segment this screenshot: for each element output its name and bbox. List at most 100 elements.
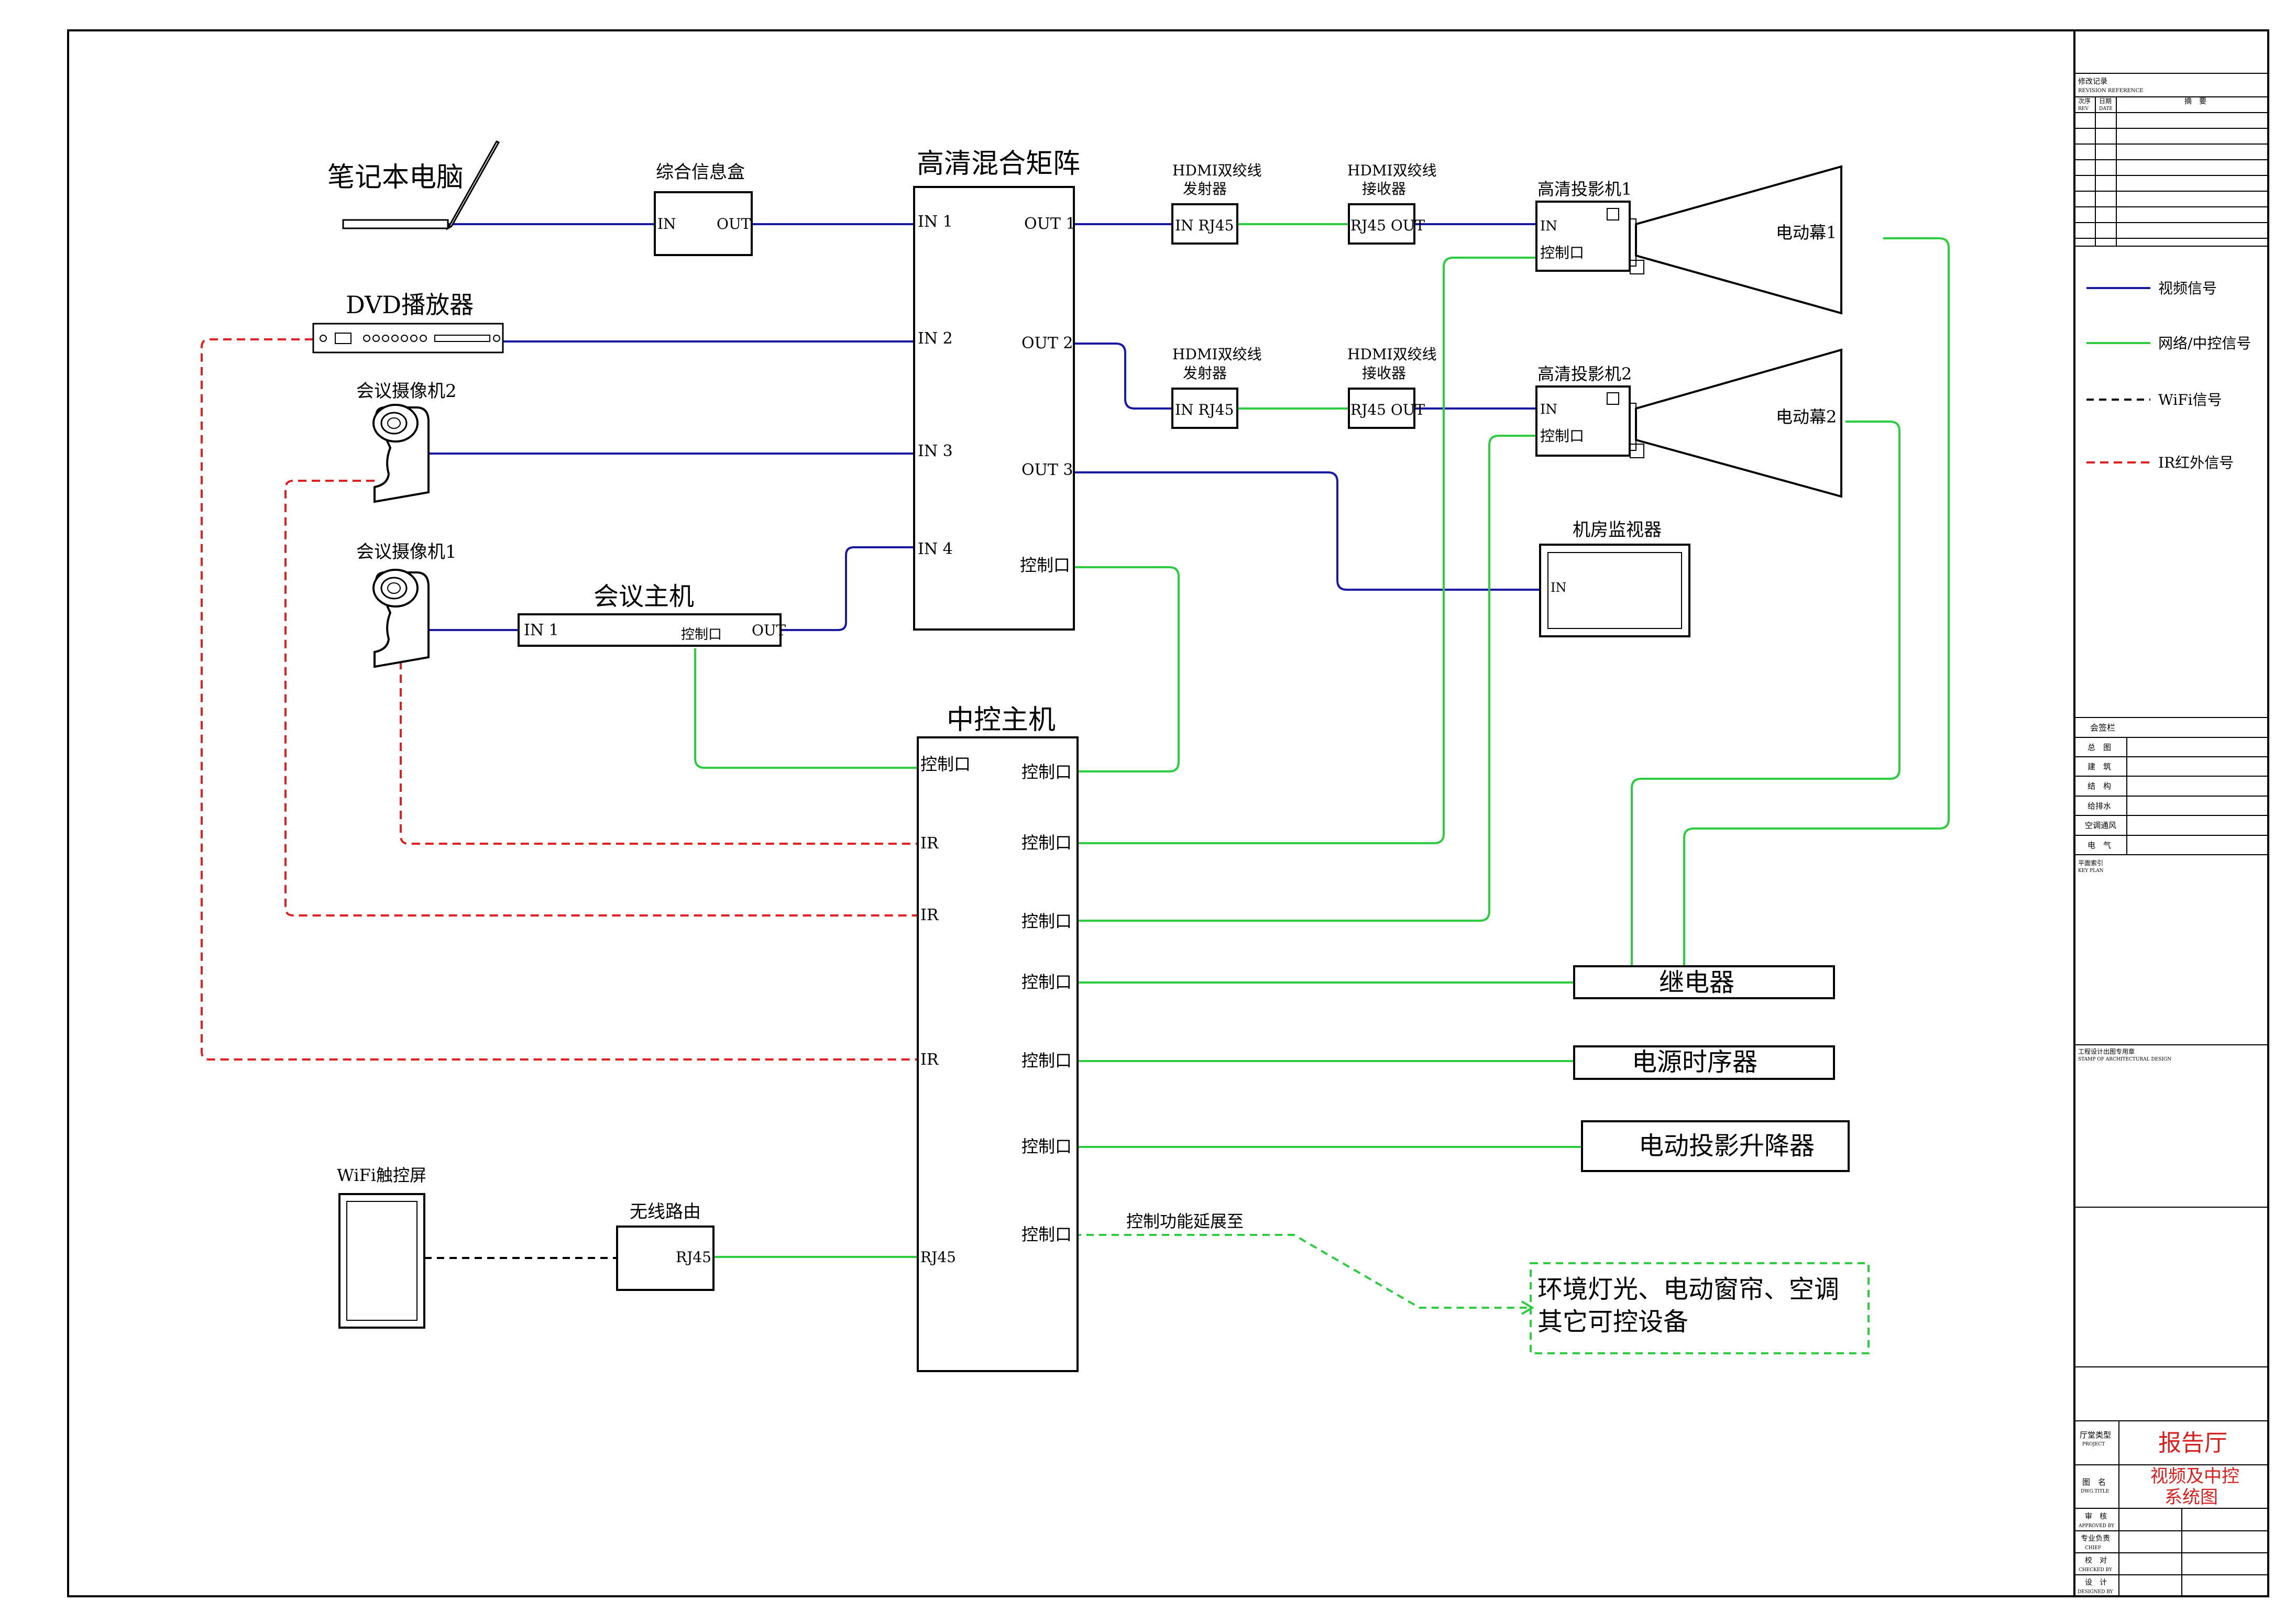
projector-lift <box>1581 1120 1850 1172</box>
projector2-icon <box>1535 385 1644 458</box>
projector1-in: IN <box>1540 218 1557 234</box>
legend-wifi: WiFi信号 <box>2158 391 2222 408</box>
extend-line-2: 其它可控设备 <box>1537 1307 1688 1337</box>
tx2-ports: IN RJ45 <box>1175 401 1234 418</box>
extend-line <box>1074 1234 1531 1309</box>
matrix-label: 高清混合矩阵 <box>917 148 1080 180</box>
monitor-label: 机房监视器 <box>1573 520 1662 540</box>
approved: 审 核 <box>2085 1512 2107 1521</box>
relay-label: 继电器 <box>1659 968 1734 997</box>
chief: 专业负责 <box>2081 1534 2110 1543</box>
matrix-in2: IN 2 <box>918 329 953 348</box>
power-sequencer-label: 电源时序器 <box>1632 1047 1757 1077</box>
project-label: 厅堂类型 <box>2080 1430 2111 1440</box>
control-host-ctrl6: 控制口 <box>1021 1136 1072 1156</box>
chief-en: CHIEF <box>2085 1545 2101 1551</box>
project-value: 报告厅 <box>2158 1430 2227 1456</box>
drawing-label-en: DWG.TITLE <box>2081 1489 2109 1494</box>
key-plan: 平面索引 <box>2078 859 2103 867</box>
revision-sub: REVISION REFERENCE <box>2078 88 2144 94</box>
info-box-label: 综合信息盒 <box>656 162 745 183</box>
revision-col1-en: REV <box>2078 106 2089 112</box>
control-host-label: 中控主机 <box>947 704 1056 736</box>
screen1-icon <box>1635 165 1842 315</box>
conference-host-out: OUT <box>752 622 786 639</box>
projector2-ctrl: 控制口 <box>1540 427 1584 445</box>
control-host <box>917 736 1079 1372</box>
screen1-label: 电动幕1 <box>1776 223 1837 242</box>
control-host-ctrl2: 控制口 <box>1021 833 1072 853</box>
designed-en: DESIGNED BY <box>2078 1589 2114 1595</box>
conference-host-ctrl: 控制口 <box>681 627 722 643</box>
matrix-in3: IN 3 <box>918 442 953 460</box>
tx1-label-1: HDMI双绞线 <box>1172 162 1262 179</box>
drawing-value-2: 系统图 <box>2165 1487 2218 1508</box>
sign-row-1: 建 筑 <box>2088 762 2111 771</box>
extend-note: 控制功能延展至 <box>1126 1211 1244 1231</box>
control-host-ir3: IR <box>920 1051 939 1069</box>
monitor-in: IN <box>1551 580 1566 595</box>
control-host-ctrl1: 控制口 <box>1021 762 1072 782</box>
hdmi-transmitter-1 <box>1171 203 1238 245</box>
tx2-label-2: 发射器 <box>1183 365 1227 382</box>
projector2-label: 高清投影机2 <box>1537 364 1632 384</box>
rx2-label-1: HDMI双绞线 <box>1347 346 1437 363</box>
sign-row-5: 电 气 <box>2088 841 2111 850</box>
tx2-label-1: HDMI双绞线 <box>1172 346 1262 363</box>
extend-line-1: 环境灯光、电动窗帘、空调 <box>1537 1275 1839 1304</box>
drawing-value-1: 视频及中控 <box>2150 1466 2239 1487</box>
video-lines <box>422 223 1543 631</box>
control-host-ctrl4: 控制口 <box>1021 972 1072 992</box>
matrix <box>913 186 1075 631</box>
legend-network: 网络/中控信号 <box>2158 335 2251 352</box>
wireless-router <box>616 1225 715 1291</box>
sign-row-4: 空调通风 <box>2085 821 2116 830</box>
conference-host-label: 会议主机 <box>594 582 694 611</box>
camera1-label: 会议摄像机1 <box>356 542 457 562</box>
control-host-ctrl-in: 控制口 <box>920 754 971 774</box>
revision-title: 修改记录 <box>2078 78 2107 86</box>
rx1-label-1: HDMI双绞线 <box>1347 162 1437 179</box>
approved-en: APPROVED BY <box>2078 1523 2115 1529</box>
stamp-en: STAMP OF ARCHITECTURAL DESIGN <box>2078 1057 2171 1062</box>
matrix-out1: OUT 1 <box>1024 215 1076 233</box>
relay <box>1573 965 1835 999</box>
legend-video: 视频信号 <box>2158 280 2217 297</box>
wifi-touch-panel-icon <box>338 1193 425 1329</box>
router-rj45: RJ45 <box>676 1249 711 1266</box>
projector-lift-label: 电动投影升降器 <box>1639 1131 1815 1161</box>
control-host-ctrl5: 控制口 <box>1021 1051 1072 1070</box>
laptop-label: 笔记本电脑 <box>327 162 464 193</box>
legend <box>2086 287 2150 463</box>
extend-box <box>1530 1262 1870 1354</box>
rx1-label-2: 接收器 <box>1362 180 1406 197</box>
drawing-frame <box>67 29 2269 1597</box>
laptop-icon <box>342 140 500 230</box>
rx1-ports: RJ45 OUT <box>1350 217 1425 234</box>
title-block <box>2074 73 2268 1596</box>
sign-row-2: 结 构 <box>2088 781 2111 791</box>
info-box-in: IN <box>657 215 676 233</box>
revision-col2-en: DATE <box>2099 106 2113 112</box>
key-plan-en: KEY PLAN <box>2078 868 2104 874</box>
monitor-icon <box>1539 544 1690 637</box>
designed: 设 计 <box>2085 1578 2107 1587</box>
sign-row-0: 总 图 <box>2088 743 2111 752</box>
projector2-in: IN <box>1540 402 1557 417</box>
tx1-ports: IN RJ45 <box>1175 217 1234 234</box>
project-label-en: PROJECT <box>2082 1442 2105 1447</box>
camera1-icon <box>372 569 430 668</box>
control-host-ctrl7: 控制口 <box>1021 1224 1072 1244</box>
projector1-icon <box>1535 201 1644 274</box>
info-box-out: OUT <box>717 215 751 233</box>
hdmi-receiver-2 <box>1348 388 1415 429</box>
dvd-label: DVD播放器 <box>346 291 474 319</box>
matrix-ctrl: 控制口 <box>1020 555 1070 575</box>
ir-lines <box>201 338 918 1061</box>
matrix-in4: IN 4 <box>918 540 953 558</box>
info-box <box>654 191 753 256</box>
matrix-in1: IN 1 <box>918 213 953 231</box>
tx1-label-2: 发射器 <box>1183 180 1227 197</box>
revision-col3: 摘 要 <box>2184 97 2206 106</box>
